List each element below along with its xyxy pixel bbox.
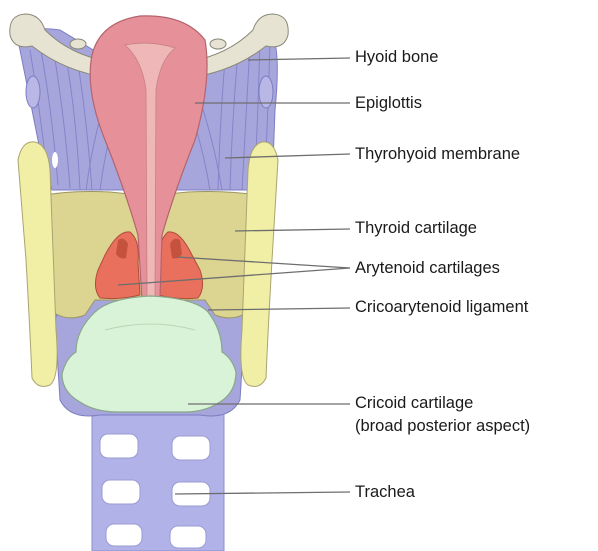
label-trachea: Trachea (355, 482, 415, 502)
label-thyrohyoid-membrane: Thyrohyoid membrane (355, 144, 520, 164)
label-cricoid-cartilage: Cricoid cartilage (355, 393, 473, 413)
label-arytenoid-cartilages: Arytenoid cartilages (355, 258, 500, 278)
trachea (92, 412, 224, 551)
label-cricoarytenoid-ligament: Cricoarytenoid ligament (355, 297, 528, 317)
label-hyoid-bone: Hyoid bone (355, 47, 438, 67)
label-cricoid-aspect: (broad posterior aspect) (355, 416, 530, 436)
label-thyroid-cartilage: Thyroid cartilage (355, 218, 477, 238)
label-epiglottis: Epiglottis (355, 93, 422, 113)
